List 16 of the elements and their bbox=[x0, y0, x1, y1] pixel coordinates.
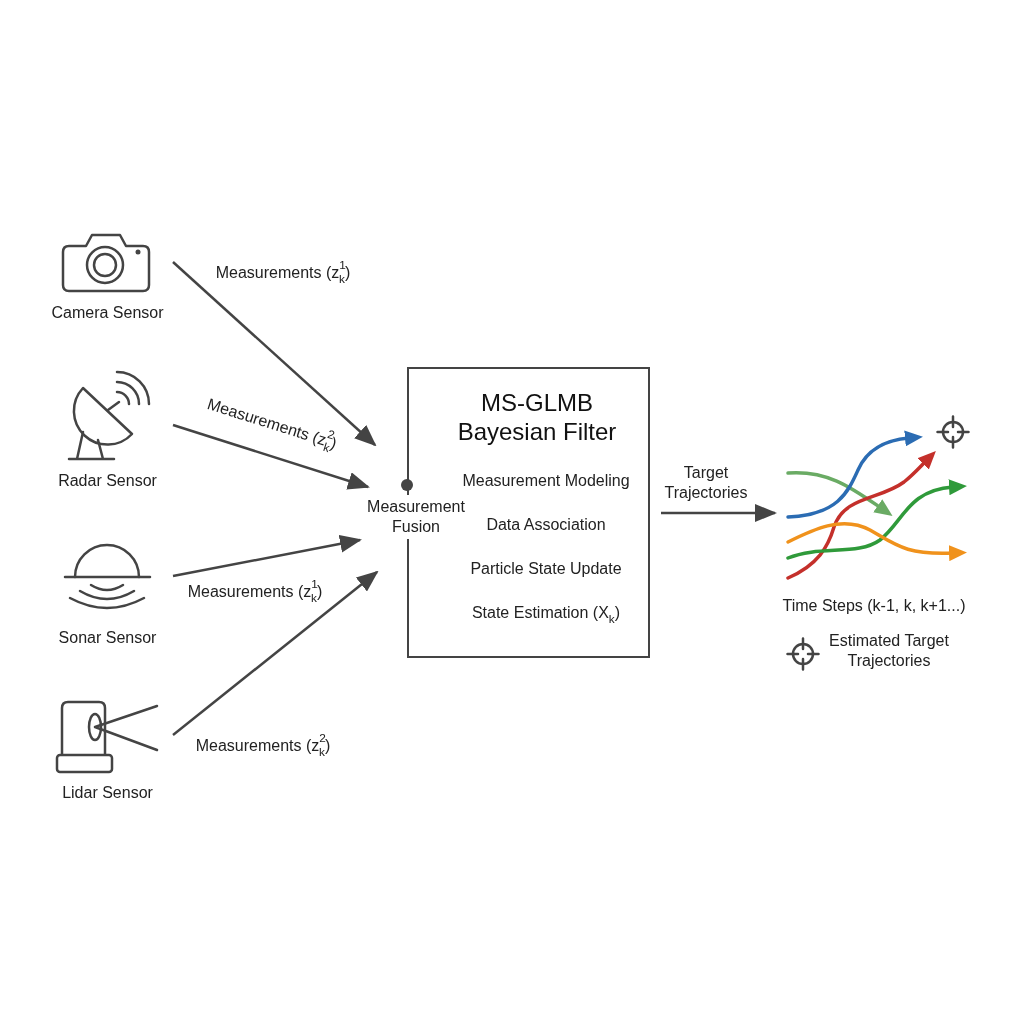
sensor-label: Lidar Sensor bbox=[61, 783, 154, 803]
legend-text: Estimated Target Trajectories bbox=[828, 631, 950, 671]
arrow bbox=[172, 423, 370, 490]
caption-text: Time Steps (k-1, k, k+1...) bbox=[782, 596, 966, 616]
step-text: Measurement Modeling bbox=[462, 471, 630, 491]
sensor-label: Camera Sensor bbox=[50, 303, 165, 323]
step-text: Particle State Update bbox=[470, 559, 622, 579]
arrow bbox=[172, 570, 379, 736]
box-title: MS-GLMB Bayesian Filter bbox=[456, 388, 618, 446]
step-text: State Estimation (X$_{k}$) bbox=[471, 603, 621, 623]
step-text: Data Association bbox=[486, 515, 606, 535]
arrow bbox=[172, 534, 362, 578]
sensor-label: Sonar Sensor bbox=[57, 628, 158, 648]
sensor-label: Radar Sensor bbox=[57, 471, 158, 491]
arrow bbox=[661, 504, 777, 522]
arrow bbox=[172, 261, 377, 447]
